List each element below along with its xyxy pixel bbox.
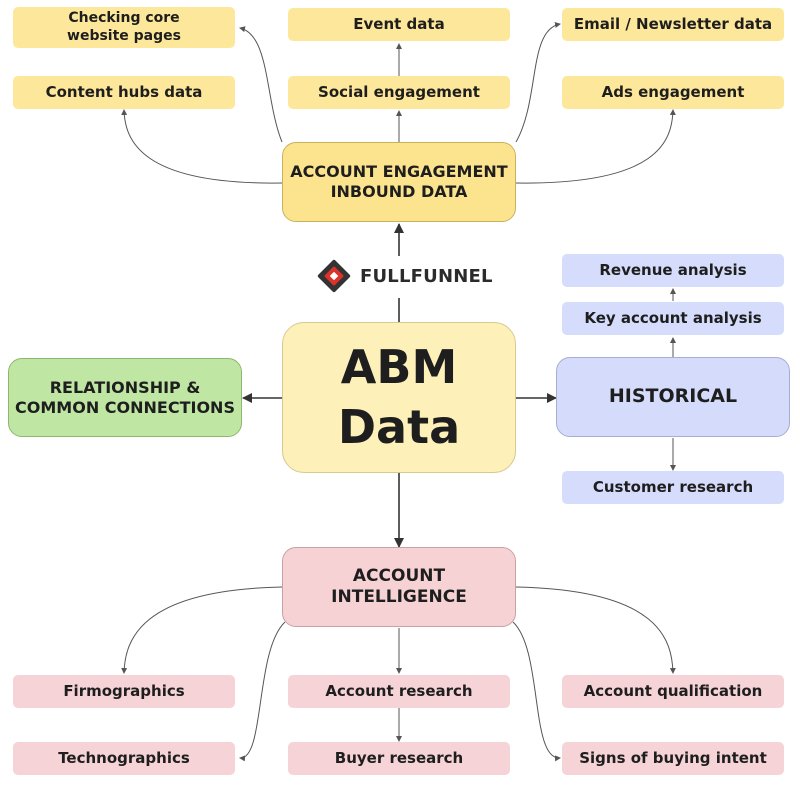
- account-research-box: Account research: [288, 675, 510, 708]
- revenue-analysis-box: Revenue analysis: [562, 254, 784, 287]
- connector-firmographics: [121, 586, 283, 674]
- relationship-title-line2: COMMON CONNECTIONS: [15, 397, 235, 417]
- connector-email: [515, 21, 561, 143]
- social-engagement-box: Social engagement: [288, 76, 510, 109]
- connector-content-hubs: [121, 109, 283, 184]
- logo-text: FULLFUNNEL: [360, 265, 493, 287]
- engagement-title-line2: INBOUND DATA: [330, 182, 468, 201]
- account-qualification-box: Account qualification: [562, 675, 784, 708]
- core-pages-line1: Checking core: [68, 10, 180, 26]
- event-data-box: Event data: [288, 8, 510, 41]
- intelligence-title-line2: INTELLIGENCE: [331, 587, 467, 607]
- engagement-hub: ACCOUNT ENGAGEMENT INBOUND DATA: [282, 142, 516, 222]
- core-pages-box: Checking core website pages: [13, 7, 235, 48]
- customer-research-box: Customer research: [562, 471, 784, 504]
- historical-hub: HISTORICAL: [556, 357, 790, 437]
- connector-qualification: [515, 586, 676, 674]
- content-hubs-box: Content hubs data: [13, 76, 235, 109]
- email-data-box: Email / Newsletter data: [562, 8, 784, 41]
- relationship-hub: RELATIONSHIP & COMMON CONNECTIONS: [8, 358, 242, 437]
- key-account-box: Key account analysis: [562, 302, 784, 335]
- intelligence-hub: ACCOUNT INTELLIGENCE: [282, 547, 516, 627]
- relationship-title-line1: RELATIONSHIP &: [49, 377, 201, 397]
- fullfunnel-logo: FULLFUNNEL: [314, 258, 493, 294]
- fullfunnel-logo-icon: [317, 259, 351, 293]
- firmographics-box: Firmographics: [13, 675, 235, 708]
- buyer-research-box: Buyer research: [288, 742, 510, 775]
- core-line1: ABM: [340, 339, 458, 394]
- connector-core-pages: [239, 26, 283, 143]
- abm-data-core: ABM Data: [282, 322, 516, 473]
- engagement-title-line1: ACCOUNT ENGAGEMENT: [290, 162, 508, 181]
- technographics-box: Technographics: [13, 742, 235, 775]
- core-pages-line2: website pages: [67, 27, 181, 44]
- connector-ads: [515, 109, 676, 184]
- buying-intent-box: Signs of buying intent: [562, 742, 784, 775]
- intelligence-title-line1: ACCOUNT: [352, 565, 446, 586]
- core-line2: Data: [337, 399, 461, 454]
- connector-technographics: [239, 621, 286, 762]
- ads-engagement-box: Ads engagement: [562, 76, 784, 109]
- connector-buying-intent: [512, 621, 561, 762]
